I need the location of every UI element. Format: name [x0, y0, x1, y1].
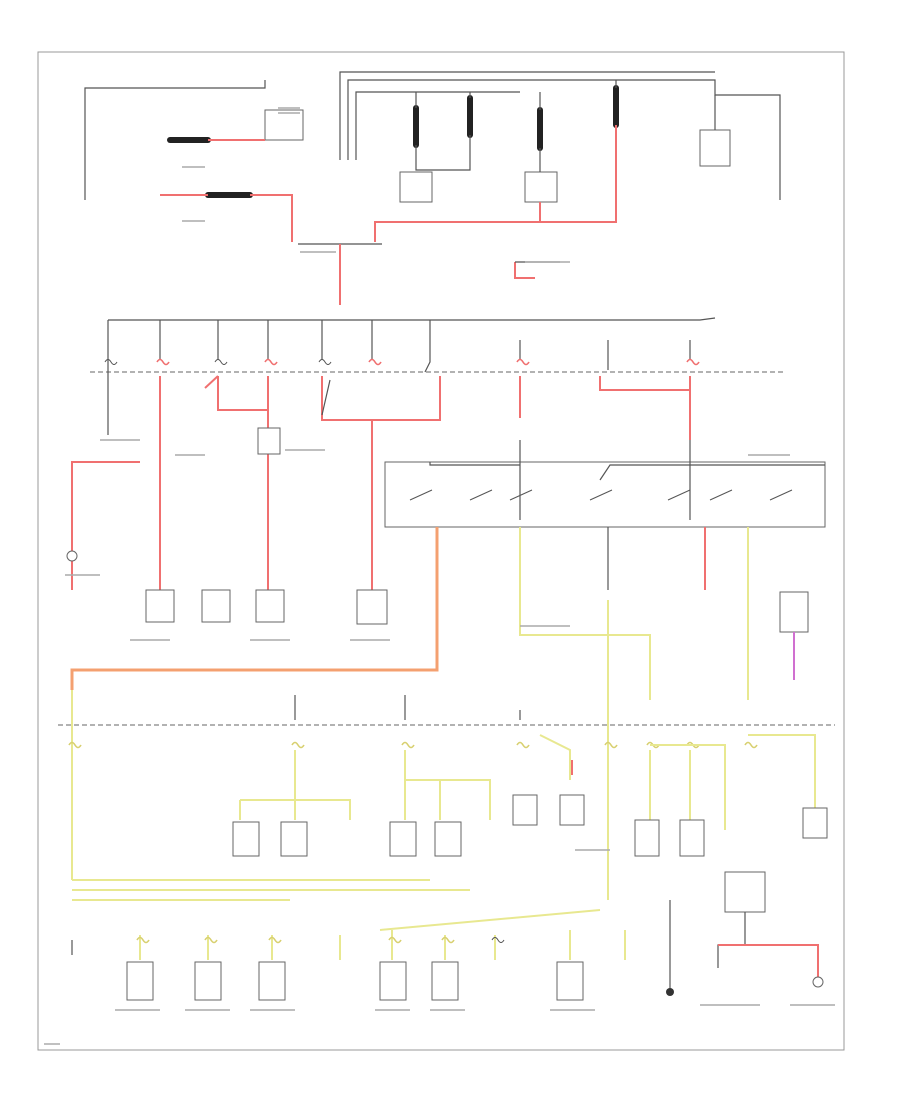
label-marks — [44, 107, 835, 1045]
lower-loads — [71, 871, 824, 1001]
diagram-border — [37, 51, 845, 1051]
ignition-switch-section — [70, 440, 826, 700]
underhood-fuse-row — [71, 317, 785, 590]
instrument-panel-fuse-row — [58, 600, 835, 900]
upper-loads — [66, 420, 388, 625]
battery-generator-section — [84, 71, 781, 305]
